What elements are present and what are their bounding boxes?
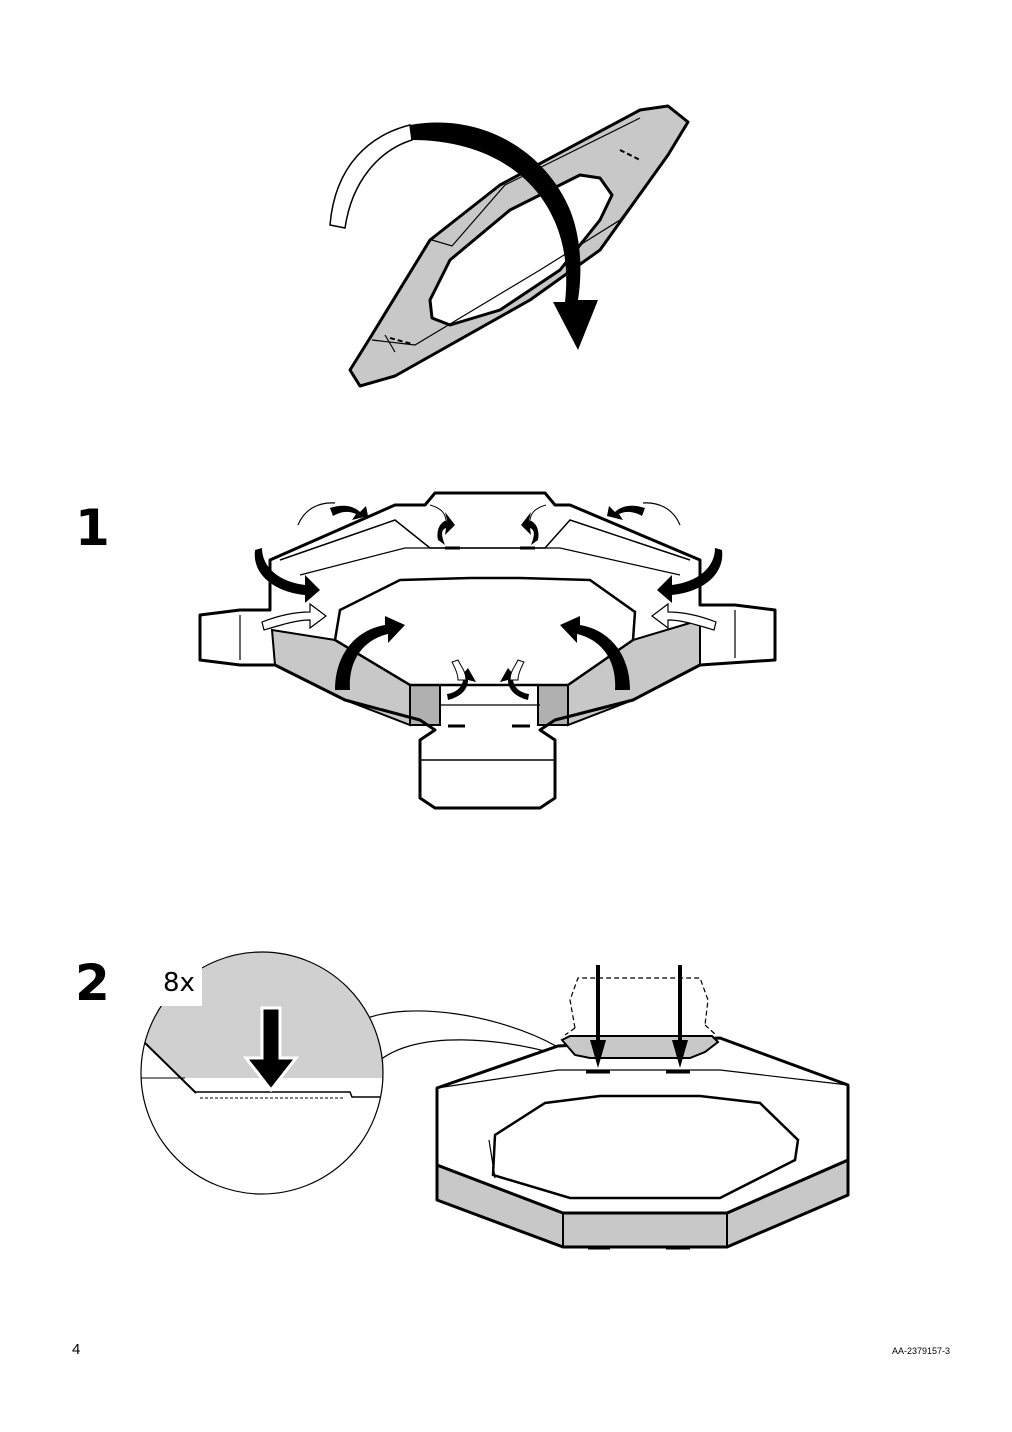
step-2-number: 2	[75, 954, 110, 1012]
fold-arrow-top-left-icon	[330, 505, 368, 520]
flip-arrow-icon	[410, 122, 598, 351]
fold-arrow-outline-right-icon	[651, 602, 717, 631]
step-1-number: 1	[75, 499, 110, 557]
fold-arrow-front-right-icon	[560, 616, 630, 690]
page-number: 4	[72, 1341, 81, 1358]
fold-arrow-left-icon	[254, 548, 320, 603]
fold-arrow-bottom-right-icon	[500, 668, 529, 700]
step-1-illustration	[198, 491, 777, 810]
push-down-arrow-icon	[242, 1006, 300, 1093]
fold-arrow-bottom-left-icon	[447, 668, 476, 700]
document-code: AA-2379157-3	[891, 1346, 950, 1356]
push-down-arrow-right-icon	[672, 965, 688, 1068]
fold-arrow-outline-left-icon	[261, 602, 327, 631]
flip-arrow-tail-icon	[329, 124, 413, 229]
fold-arrow-front-left-icon	[335, 616, 405, 690]
fold-arrow-tab-right-icon	[521, 512, 539, 545]
push-down-arrow-left-icon	[590, 965, 606, 1068]
fold-arrow-right-icon	[657, 548, 723, 603]
fold-arrow-top-right-icon	[607, 505, 645, 520]
fold-arrow-tab-left-icon	[437, 512, 455, 545]
step-2-illustration	[140, 951, 850, 1250]
quantity-label: 8x	[163, 968, 195, 998]
flip-frame-illustration	[329, 104, 690, 388]
